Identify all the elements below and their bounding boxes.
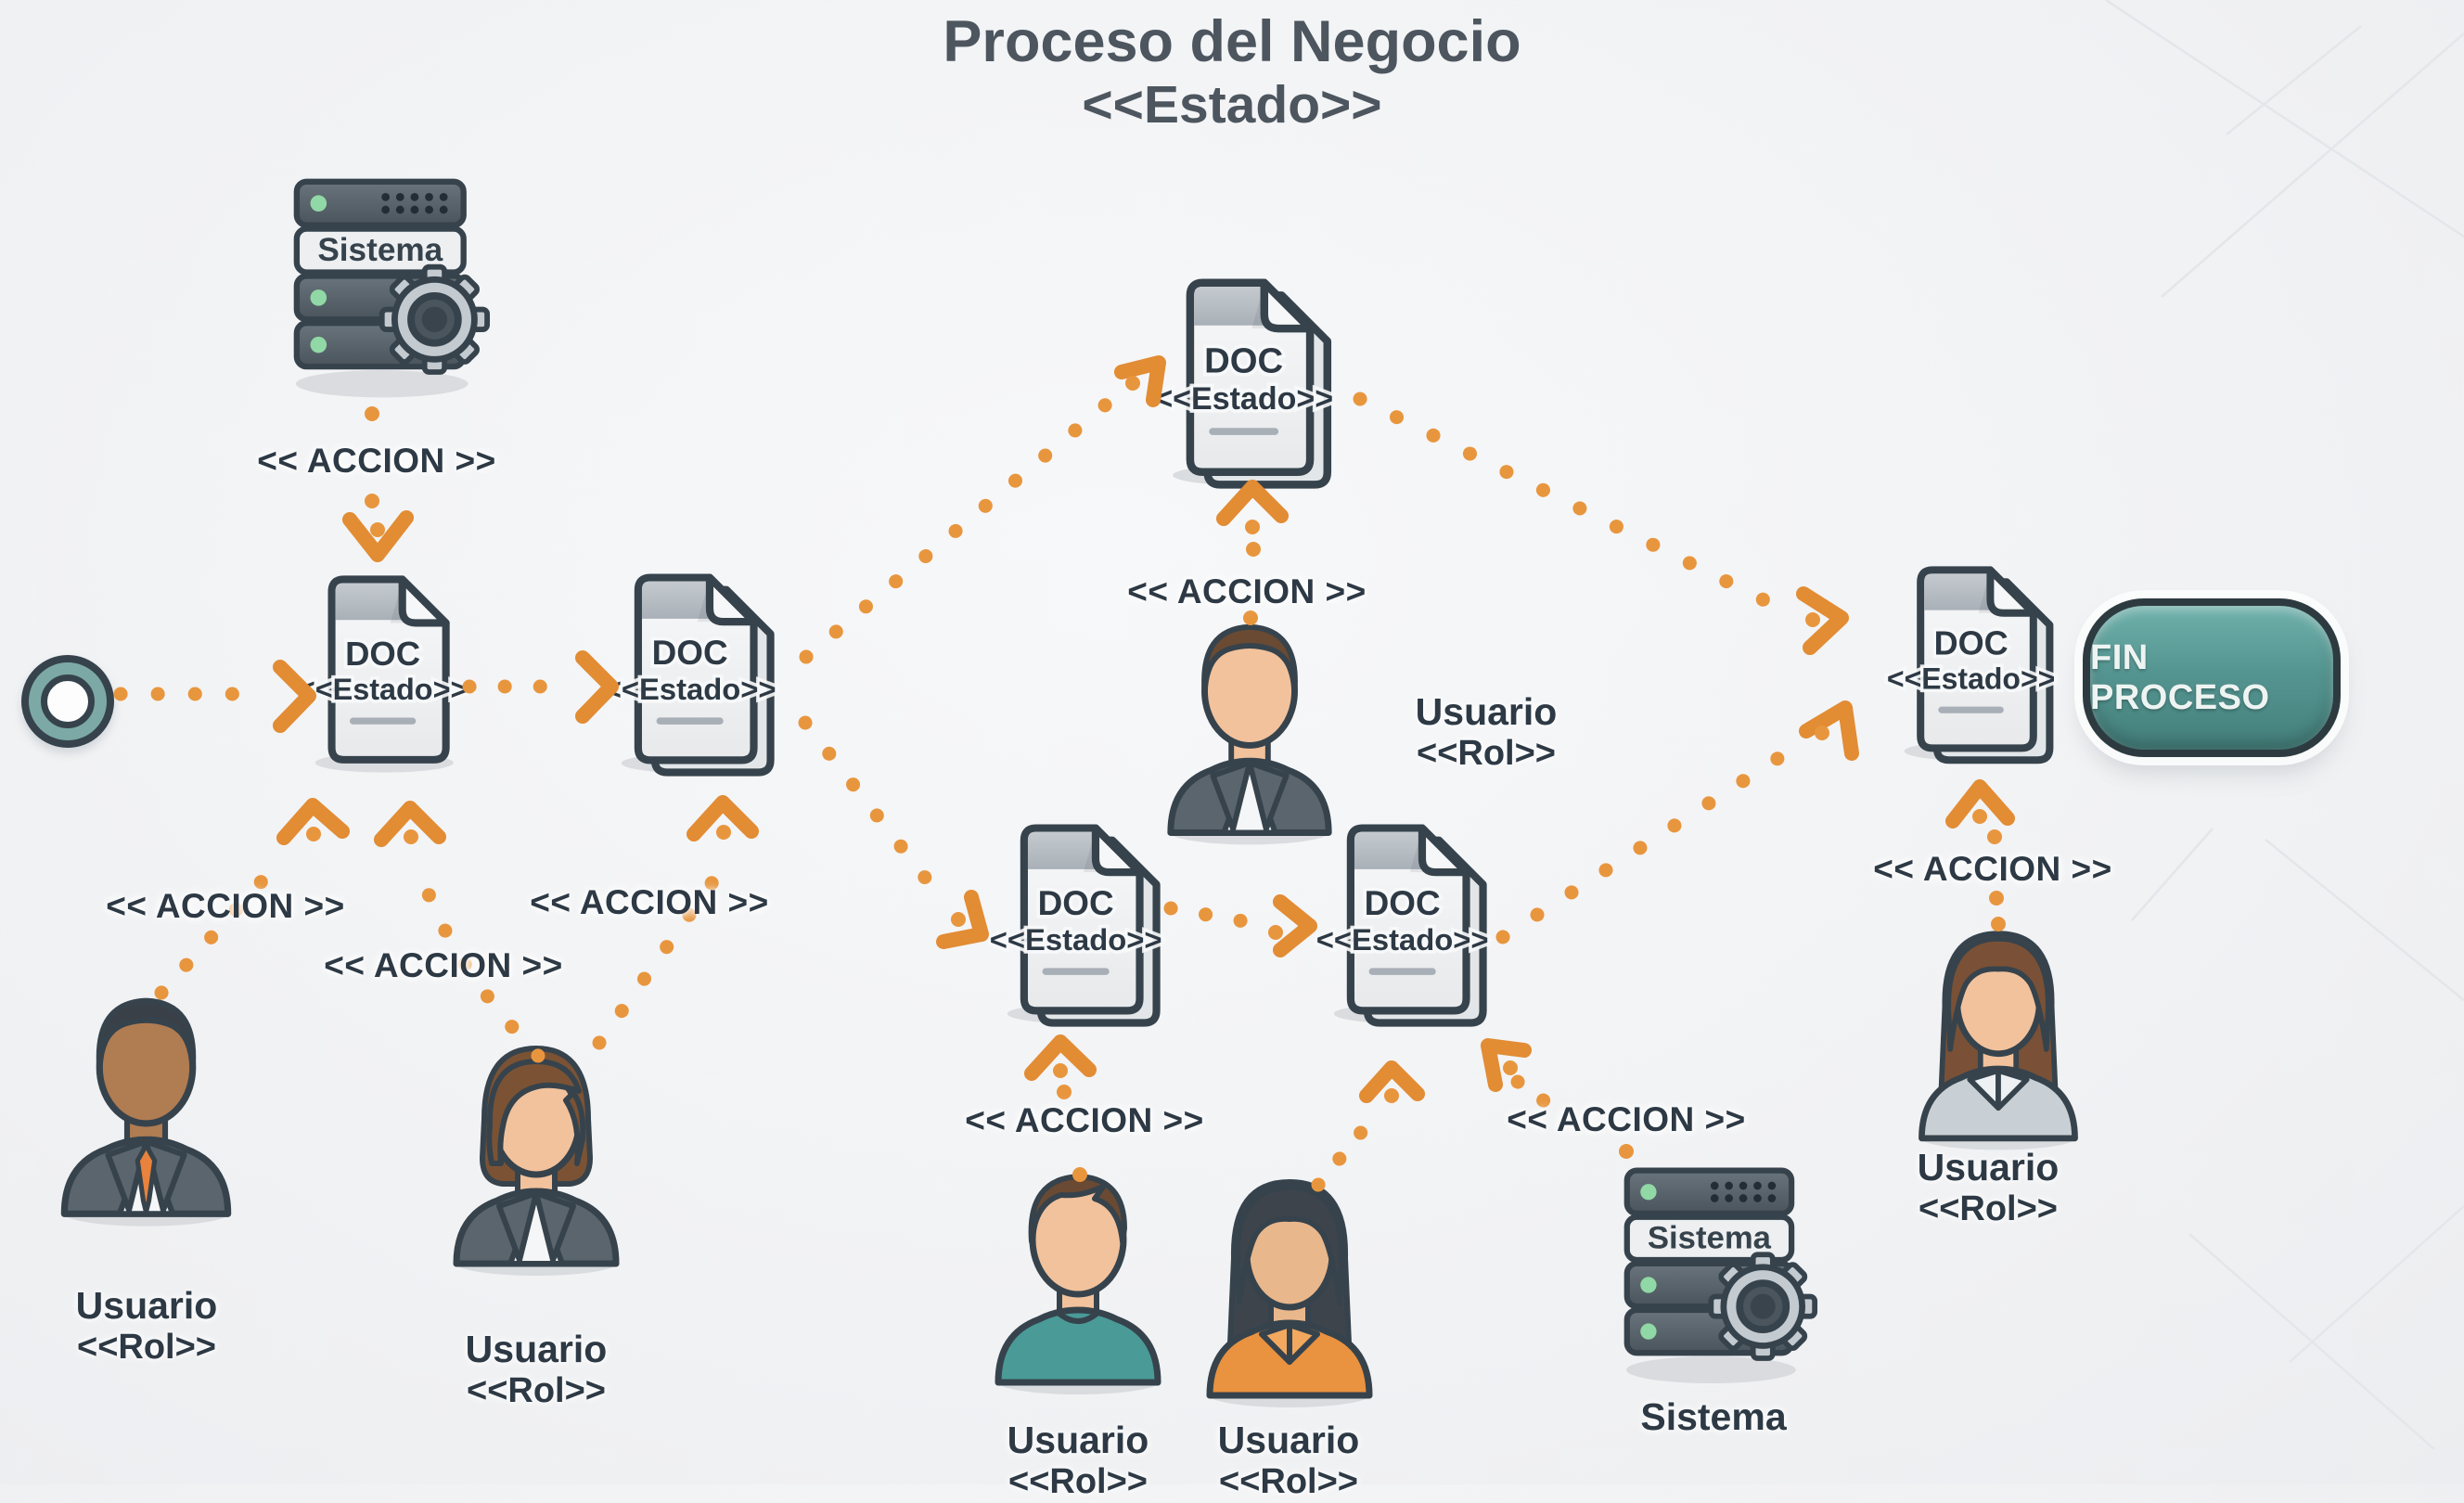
doc-node-3: DOC <<Estado>> [1150, 276, 1337, 490]
caption-user-orange-woman: Usuario <<Rol>> [1217, 1419, 1360, 1503]
doc-node-1: DOC <<Estado>> [294, 573, 471, 777]
usuario-label: Usuario [1415, 690, 1558, 733]
rol-label: <<Rol>> [1219, 1461, 1358, 1501]
avatar-user-teal-man [985, 1149, 1171, 1399]
arrowhead-up-icon [374, 801, 446, 847]
caption-user-left-man: Usuario <<Rol>> [75, 1284, 218, 1368]
arrowhead-up-icon [1216, 480, 1289, 526]
arrow-start-to-doc1 [113, 660, 316, 733]
accion-label-6: << ACCION >> [965, 1101, 1204, 1139]
doc-state: <<Estado>> [604, 672, 776, 706]
arrowhead-upright-icon [1799, 700, 1859, 761]
vent-dots [1710, 1181, 1777, 1202]
caption-user-right-woman: Usuario <<Rol>> [1917, 1146, 2060, 1230]
arrow-doc2-to-doc4 [798, 715, 989, 949]
fin-proceso-button: FIN PROCESO [2083, 598, 2341, 757]
accion-label-7: << ACCION >> [1507, 1100, 1746, 1138]
arrow-doc4-to-doc5 [1163, 894, 1317, 957]
rol-label: <<Rol>> [1417, 733, 1556, 773]
doc-node-5: DOC <<Estado>> [1313, 822, 1492, 1027]
arrow-doc3-to-doc6 [1353, 392, 1849, 655]
arrowhead-upleft-icon [1481, 1038, 1532, 1092]
caption-user-left-woman: Usuario <<Rol>> [465, 1328, 608, 1412]
arrowhead-downright-icon [936, 890, 989, 949]
document-icon: DOC <<Estado>> [1883, 566, 2059, 764]
system-node-bottom: Sistema [1622, 1162, 1818, 1385]
accion-label-8: << ACCION >> [1873, 850, 2112, 888]
arrowhead-downright-icon [1796, 586, 1849, 655]
caption-user-teal-man: Usuario <<Rol>> [1007, 1419, 1149, 1503]
gear-icon [379, 263, 491, 375]
doc-node-2: DOC <<Estado>> [600, 572, 779, 777]
rol-label: <<Rol>> [467, 1370, 606, 1410]
usuario-label: Usuario [1217, 1419, 1360, 1461]
document-icon: DOC <<Estado>> [1150, 278, 1337, 489]
doc-title: DOC [652, 634, 728, 672]
server-icon: Sistema [1623, 1167, 1818, 1383]
doc-state: <<Estado>> [990, 922, 1162, 957]
doc-title: DOC [345, 635, 420, 673]
arrow-leftwoman-to-doc2 [592, 795, 759, 1050]
doc-title: DOC [1934, 624, 2008, 662]
document-icon: DOC <<Estado>> [986, 824, 1165, 1027]
doc-node-6: DOC <<Estado>> [1883, 564, 2059, 764]
rol-label: <<Rol>> [77, 1327, 216, 1367]
arrowhead-up-icon [687, 795, 759, 841]
arrowhead-up-icon [1945, 779, 2015, 829]
document-icon: DOC <<Estado>> [600, 573, 779, 777]
doc-title: DOC [1365, 884, 1441, 922]
caption-system-bottom: Sistema [1640, 1395, 1787, 1439]
doc-state: <<Estado>> [1316, 922, 1489, 957]
arrowhead-up-icon [276, 798, 350, 845]
arrowhead-down-icon [342, 510, 414, 562]
doc-state: <<Estado>> [1887, 662, 2055, 695]
title-line-1: Proceso del Negocio [943, 9, 1521, 74]
avatar-user-orange-woman [1197, 1162, 1382, 1412]
doc-state: <<Estado>> [298, 673, 468, 706]
arrowhead-right-icon [1273, 894, 1317, 957]
accion-label-5: << ACCION >> [1127, 572, 1367, 610]
system-node-top: Sistema [291, 173, 491, 399]
gear-icon [1708, 1252, 1818, 1361]
arrow-system-to-doc1 [342, 406, 414, 562]
sistema-label: Sistema [1640, 1395, 1787, 1438]
rol-label: <<Rol>> [1919, 1188, 2058, 1228]
usuario-label: Usuario [465, 1328, 608, 1370]
diagram-title: Proceso del Negocio <<Estado>> [943, 7, 1521, 135]
usuario-label: Usuario [75, 1284, 218, 1327]
arrow-doc2-to-doc3 [799, 355, 1166, 664]
doc-state: <<Estado>> [1154, 381, 1333, 417]
avatar-user-left-woman [443, 1030, 629, 1280]
server-icon: Sistema [293, 178, 491, 398]
document-icon: DOC <<Estado>> [294, 575, 471, 773]
server-label: Sistema [1648, 1220, 1772, 1255]
usuario-label: Usuario [1007, 1419, 1149, 1461]
accion-label-3: << ACCION >> [324, 946, 563, 984]
avatar-user-left-man [51, 974, 241, 1231]
accion-label-4: << ACCION >> [530, 883, 769, 921]
document-icon: DOC <<Estado>> [1313, 824, 1492, 1027]
arrowhead-upright-icon [1114, 355, 1166, 407]
arrow-leftwoman-to-doc1 [374, 801, 545, 1063]
arrowhead-up-icon [1359, 1060, 1425, 1103]
vent-dots [381, 192, 448, 214]
avatar-user-right-woman [1909, 914, 2087, 1154]
doc-title: DOC [1204, 341, 1283, 381]
start-node-icon [21, 655, 114, 748]
caption-user-center-man: Usuario <<Rol>> [1415, 690, 1558, 775]
arrow-doc1-to-doc2 [462, 650, 619, 724]
arrowhead-up-icon [1024, 1034, 1097, 1081]
avatar-user-center-man [1158, 601, 1341, 849]
accion-label-1: << ACCION >> [257, 442, 496, 480]
accion-label-2: << ACCION >> [106, 887, 345, 925]
server-label: Sistema [317, 232, 443, 268]
rol-label: <<Rol>> [1008, 1461, 1148, 1501]
doc-title: DOC [1038, 884, 1114, 922]
usuario-label: Usuario [1917, 1146, 2060, 1188]
title-line-2: <<Estado>> [1082, 75, 1382, 135]
doc-node-4: DOC <<Estado>> [986, 822, 1165, 1027]
